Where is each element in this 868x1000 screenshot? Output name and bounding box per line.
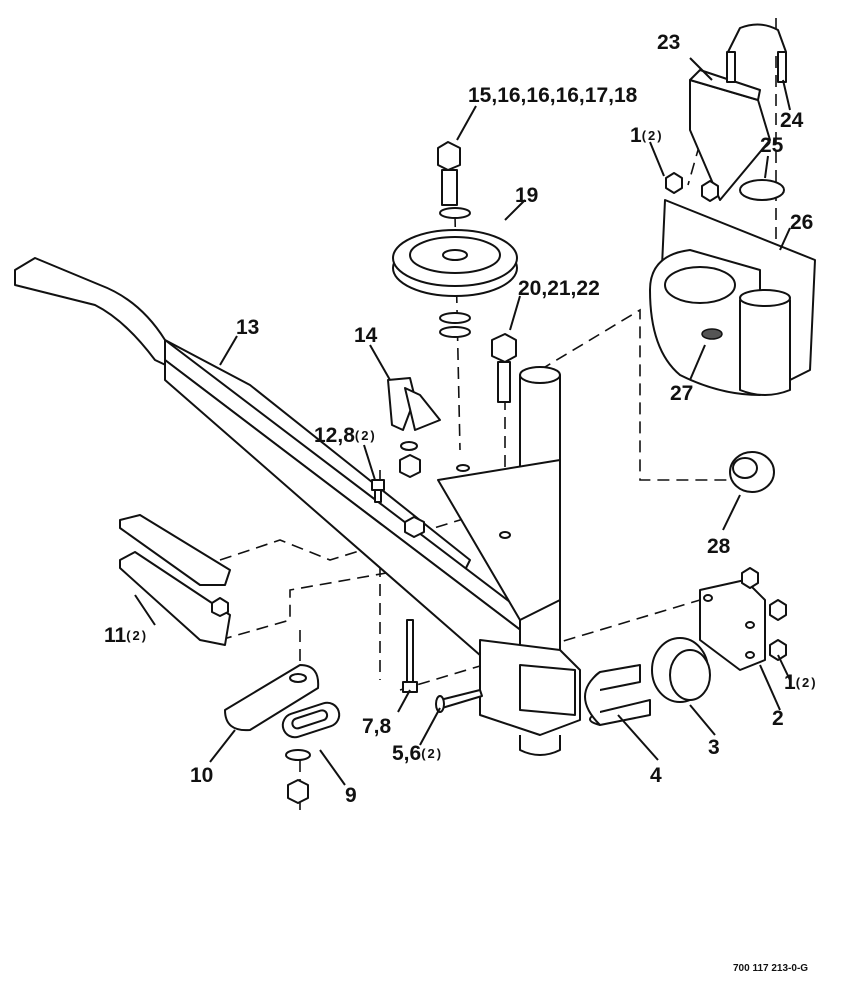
bolt-15 bbox=[437, 141, 471, 338]
arm-13 bbox=[14, 257, 561, 691]
pulley-19 bbox=[392, 229, 518, 297]
fitting-27 bbox=[701, 328, 723, 340]
callout-1-upper: 1(2) bbox=[630, 124, 664, 147]
callout-14: 14 bbox=[354, 324, 378, 347]
callout-10: 10 bbox=[190, 764, 214, 787]
drawing-number: 700 117 213-0-G bbox=[733, 963, 809, 974]
callout-28: 28 bbox=[707, 535, 731, 558]
tri-bracket bbox=[437, 459, 561, 621]
nut-lower bbox=[285, 749, 311, 804]
clip-14 bbox=[387, 377, 441, 478]
callout-1-lower: 1(2) bbox=[784, 671, 818, 694]
plate-2 bbox=[699, 579, 766, 671]
callout-7-8: 7,8 bbox=[362, 715, 392, 738]
plate-9 bbox=[281, 701, 341, 739]
callout-25: 25 bbox=[760, 134, 784, 157]
washer-25 bbox=[739, 179, 785, 201]
roller-3 bbox=[651, 637, 711, 703]
callout-13: 13 bbox=[236, 316, 260, 339]
leader-lines bbox=[134, 57, 791, 786]
callout-4: 4 bbox=[650, 764, 662, 787]
nuts-1-upper bbox=[665, 172, 719, 202]
bolt-20 bbox=[491, 333, 517, 403]
bolt-12 bbox=[371, 479, 425, 538]
nuts-1-lower bbox=[741, 567, 787, 661]
callout-2: 2 bbox=[772, 707, 784, 730]
strap-11 bbox=[119, 514, 231, 646]
tray-26 bbox=[649, 199, 816, 396]
callout-11: 11(2) bbox=[104, 624, 149, 647]
callout-27: 27 bbox=[670, 382, 694, 405]
callout-26: 26 bbox=[790, 211, 814, 234]
u-bolt-24 bbox=[726, 23, 787, 83]
bracket-box bbox=[479, 639, 581, 736]
link-10 bbox=[224, 664, 320, 732]
bolt-7 bbox=[402, 619, 418, 693]
callout-12-8: 12,8(2) bbox=[314, 424, 377, 447]
bushing-28 bbox=[729, 451, 775, 493]
callout-3: 3 bbox=[708, 736, 720, 759]
callout-23: 23 bbox=[657, 31, 681, 54]
callout-5-6: 5,6(2) bbox=[392, 742, 444, 765]
callout-19: 19 bbox=[515, 184, 539, 207]
u-bolt-4 bbox=[584, 664, 651, 726]
callout-20-22: 20,21,22 bbox=[518, 277, 600, 300]
callout-15-18: 15,16,16,16,17,18 bbox=[468, 84, 638, 107]
callout-9: 9 bbox=[345, 784, 357, 807]
callout-24: 24 bbox=[780, 109, 804, 132]
screw-5 bbox=[435, 689, 483, 713]
bracket-23 bbox=[689, 69, 771, 201]
